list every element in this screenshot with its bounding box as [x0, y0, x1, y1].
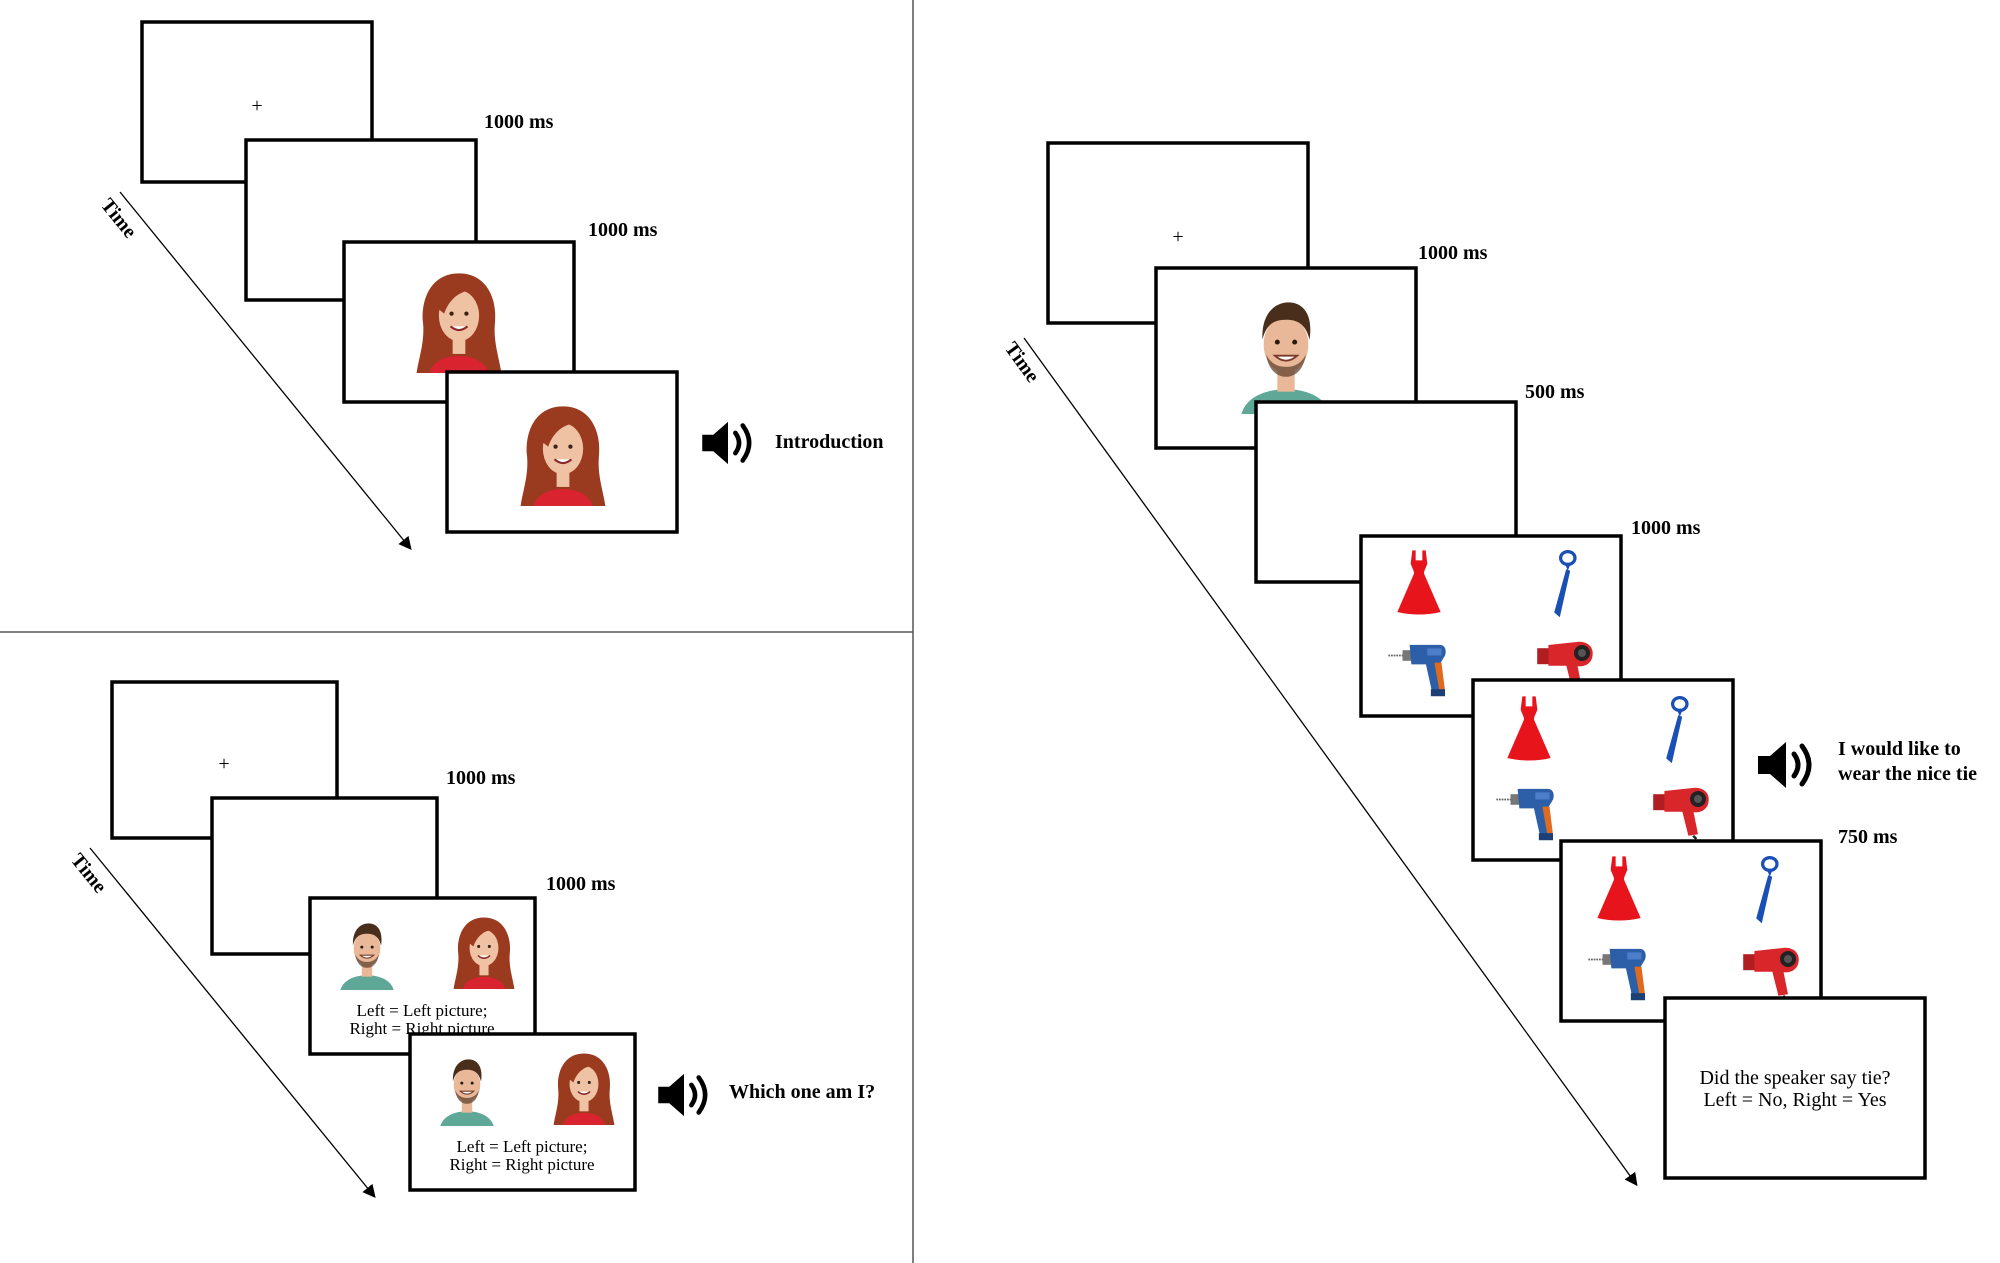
choice-instruction-line1: Left = Left picture; [457, 1137, 588, 1156]
speaker-icon [1758, 742, 1809, 788]
time-arrow [89, 847, 376, 1199]
time-arrow [1023, 337, 1638, 1187]
speaker-icon [658, 1074, 705, 1116]
question-line2: Left = No, Right = Yes [1703, 1089, 1886, 1111]
time-arrow [119, 191, 412, 551]
fixation-cross: + [251, 95, 262, 117]
speaker-icon [702, 422, 749, 464]
duration-label: 1000 ms [484, 111, 554, 133]
audio-label: Introduction [775, 431, 884, 453]
audio-label: Which one am I? [729, 1081, 875, 1103]
question-line1: Did the speaker say tie? [1699, 1067, 1890, 1089]
duration-label: 1000 ms [588, 219, 658, 241]
time-label: Time [1000, 338, 1044, 387]
question-screen [1663, 996, 1927, 1180]
audio-label-line1: I would like to [1838, 738, 1961, 760]
choice-instruction-line1: Left = Left picture; [357, 1001, 488, 1020]
panel-top-left: + 1000 ms 1000 ms Introduction Time [96, 20, 884, 551]
duration-label: 1000 ms [1631, 517, 1701, 539]
fixation-cross: + [1172, 226, 1183, 248]
duration-label: 1000 ms [1418, 242, 1488, 264]
duration-label: 500 ms [1525, 381, 1585, 403]
panel-right: + Did the speaker say tie? Left = No, Ri… [1000, 141, 1977, 1187]
choice-instruction-line2: Right = Right picture [449, 1155, 594, 1174]
time-label: Time [96, 194, 141, 242]
audio-label-line2: wear the nice tie [1838, 763, 1977, 785]
panel-bottom-left: + Left = Left picture; Right = Right pic… [66, 680, 875, 1199]
fixation-cross: + [218, 753, 229, 775]
time-label: Time [66, 849, 111, 897]
duration-label: 750 ms [1838, 826, 1898, 848]
duration-label: 1000 ms [546, 873, 616, 895]
duration-label: 1000 ms [446, 767, 516, 789]
